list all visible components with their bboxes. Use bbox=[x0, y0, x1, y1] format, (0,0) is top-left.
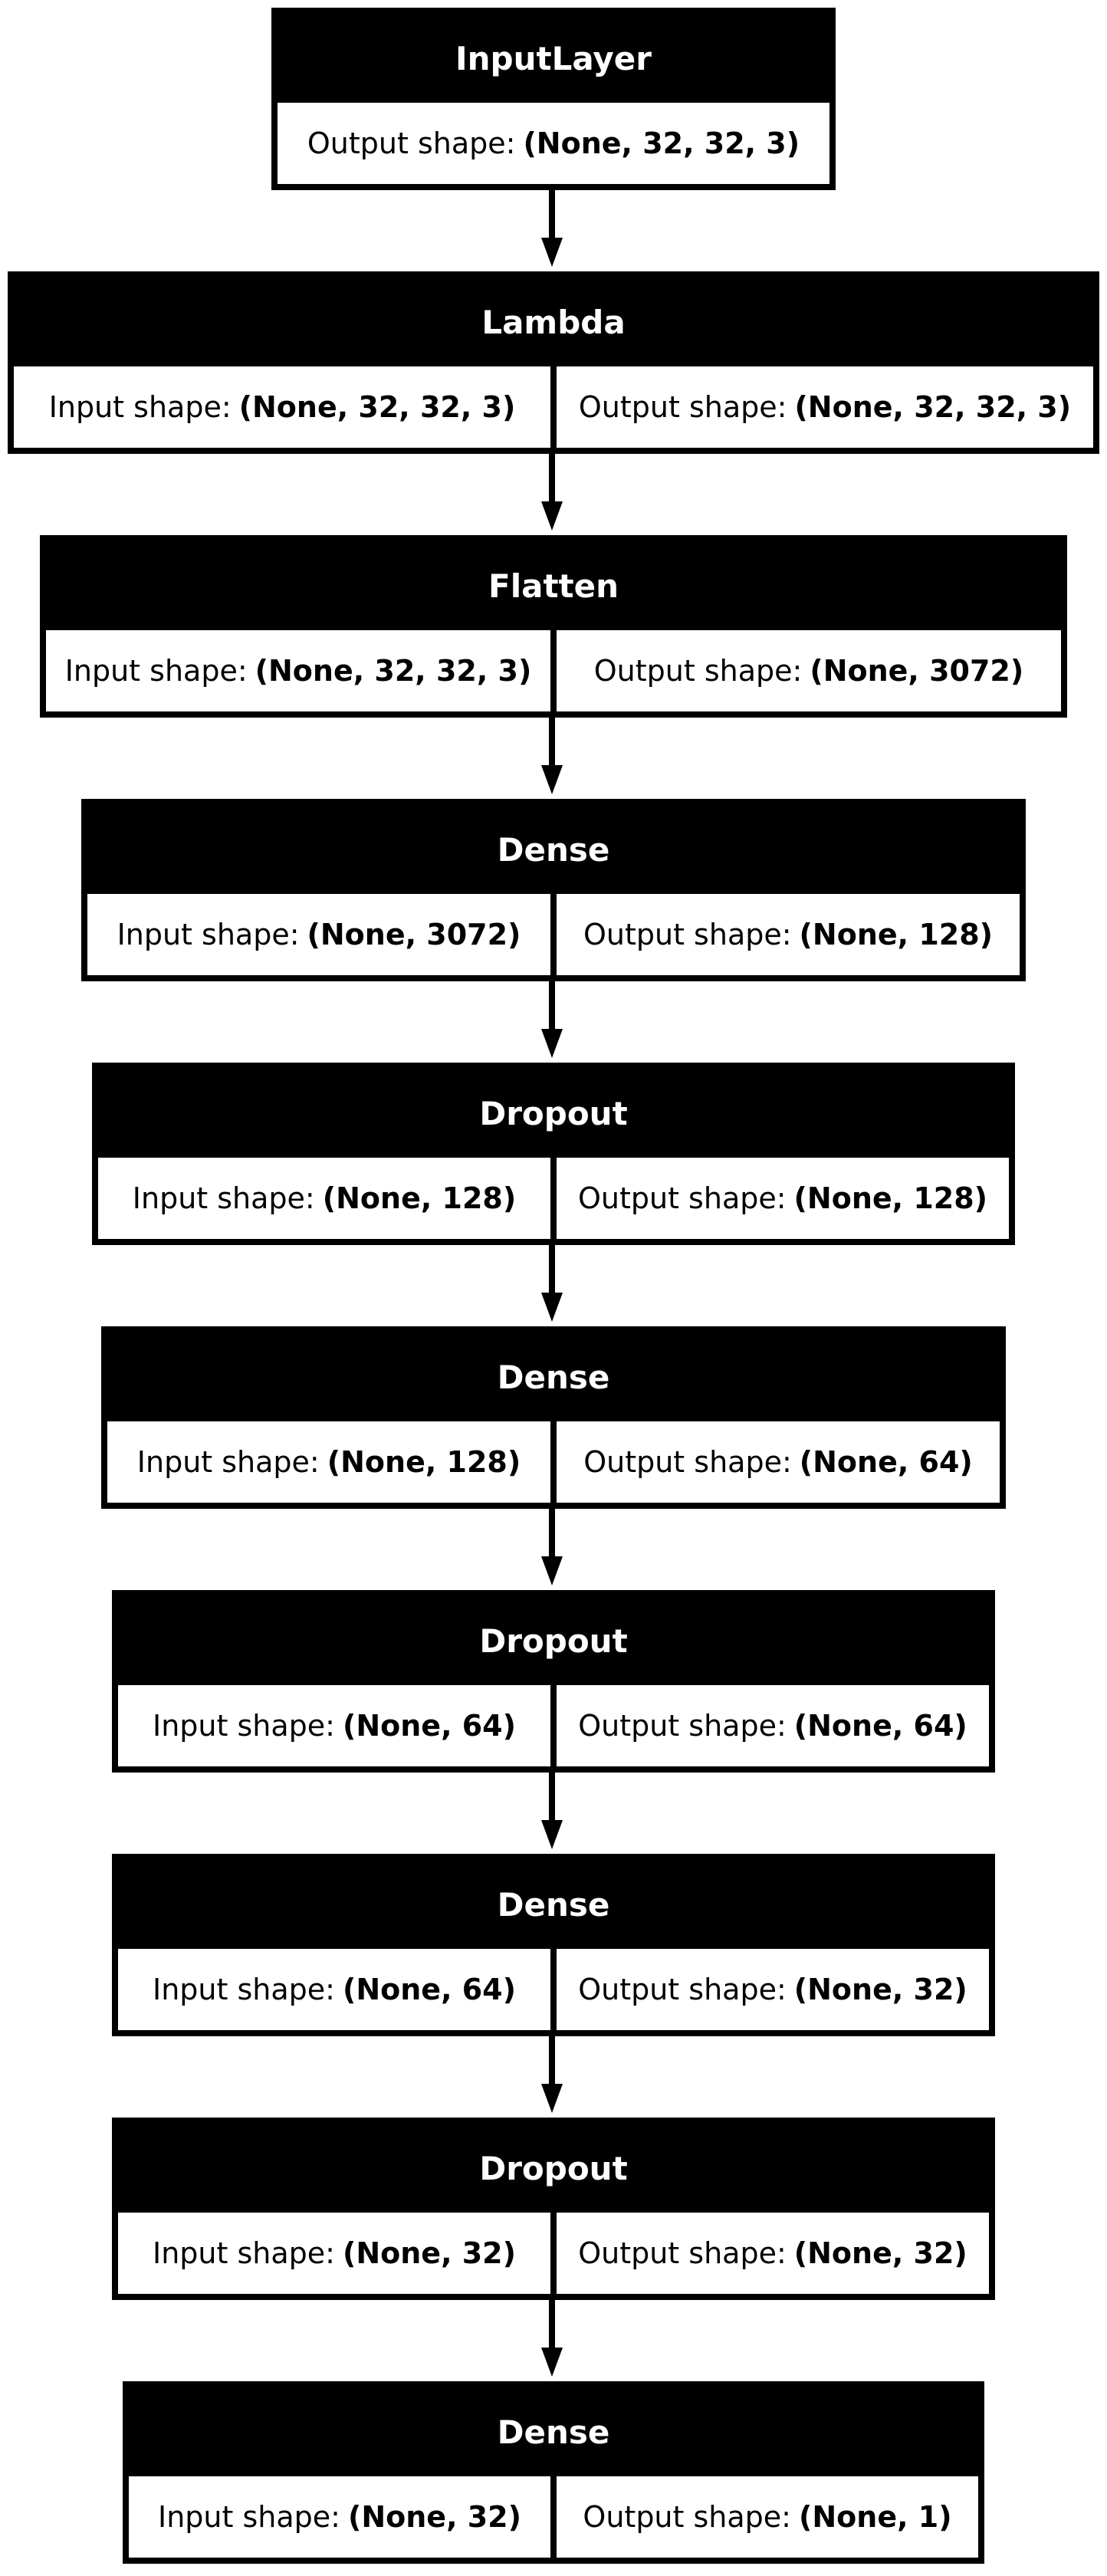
input-shape-value: (None, 32) bbox=[342, 2236, 516, 2270]
input-shape-value: (None, 128) bbox=[322, 1181, 517, 1215]
layer-node-inputlayer: InputLayer Output shape: (None, 32, 32, … bbox=[271, 8, 836, 190]
output-shape-label: Output shape: bbox=[593, 654, 803, 688]
input-shape-cell: Input shape: (None, 64) bbox=[118, 1949, 550, 2030]
output-shape-label: Output shape: bbox=[583, 1445, 792, 1479]
layer-node-flatten: Flatten Input shape: (None, 32, 32, 3) O… bbox=[40, 535, 1067, 718]
layer-title: Dropout bbox=[479, 1622, 628, 1660]
layer-title: Dropout bbox=[479, 2149, 628, 2187]
output-shape-cell: Output shape: (None, 32) bbox=[557, 2213, 989, 2294]
input-shape-cell: Input shape: (None, 128) bbox=[107, 1421, 550, 1503]
input-shape-cell: Input shape: (None, 128) bbox=[98, 1158, 550, 1239]
input-shape-cell: Input shape: (None, 32, 32, 3) bbox=[14, 366, 550, 448]
output-shape-label: Output shape: bbox=[577, 1181, 787, 1215]
arrow-head-icon bbox=[541, 2348, 563, 2377]
output-shape-value: (None, 32) bbox=[793, 1973, 967, 2006]
arrow-head-icon bbox=[541, 765, 563, 794]
output-shape-value: (None, 32, 32, 3) bbox=[794, 390, 1072, 424]
layer-node-dropout: Dropout Input shape: (None, 32) Output s… bbox=[112, 2118, 995, 2300]
arrow-head-icon bbox=[541, 2084, 563, 2113]
edge-line bbox=[549, 454, 555, 501]
input-shape-cell: Input shape: (None, 32) bbox=[129, 2476, 550, 2558]
input-shape-label: Input shape: bbox=[158, 2500, 340, 2534]
arrow-head-icon bbox=[541, 1029, 563, 1058]
input-shape-cell: Input shape: (None, 32) bbox=[118, 2213, 550, 2294]
input-shape-label: Input shape: bbox=[153, 1973, 335, 2006]
output-shape-label: Output shape: bbox=[583, 2500, 791, 2534]
edge-line bbox=[549, 981, 555, 1029]
layer-node-dense: Dense Input shape: (None, 32) Output sha… bbox=[123, 2381, 984, 2564]
edge-line bbox=[549, 2300, 555, 2348]
input-shape-value: (None, 3072) bbox=[307, 918, 521, 951]
input-shape-label: Input shape: bbox=[64, 654, 248, 688]
layer-title: Dense bbox=[497, 2413, 610, 2451]
layer-title: Dropout bbox=[479, 1094, 628, 1132]
layer-title: Flatten bbox=[488, 567, 619, 605]
input-shape-value: (None, 32, 32, 3) bbox=[238, 390, 516, 424]
input-shape-value: (None, 128) bbox=[327, 1445, 521, 1479]
edge-line bbox=[549, 2036, 555, 2084]
layer-title: Dense bbox=[497, 830, 610, 869]
layer-node-dense: Dense Input shape: (None, 64) Output sha… bbox=[112, 1854, 995, 2036]
layer-node-lambda: Lambda Input shape: (None, 32, 32, 3) Ou… bbox=[8, 271, 1099, 454]
output-shape-value: (None, 128) bbox=[799, 918, 994, 951]
layer-node-dense: Dense Input shape: (None, 128) Output sh… bbox=[101, 1326, 1006, 1509]
output-shape-label: Output shape: bbox=[583, 918, 792, 951]
output-shape-cell: Output shape: (None, 64) bbox=[557, 1685, 989, 1766]
output-shape-label: Output shape: bbox=[307, 127, 516, 160]
layer-title: Lambda bbox=[481, 303, 626, 341]
input-shape-label: Input shape: bbox=[136, 1445, 320, 1479]
output-shape-label: Output shape: bbox=[578, 390, 787, 424]
output-shape-label: Output shape: bbox=[578, 1973, 787, 2006]
arrow-head-icon bbox=[541, 238, 563, 267]
edge-line bbox=[549, 718, 555, 765]
arrow-head-icon bbox=[541, 501, 563, 531]
output-shape-value: (None, 32, 32, 3) bbox=[523, 127, 800, 160]
edge-line bbox=[549, 1245, 555, 1293]
output-shape-value: (None, 128) bbox=[793, 1181, 988, 1215]
arrow-head-icon bbox=[541, 1293, 563, 1322]
edge-line bbox=[549, 190, 555, 238]
layer-node-dropout: Dropout Input shape: (None, 128) Output … bbox=[92, 1063, 1015, 1245]
output-shape-value: (None, 64) bbox=[799, 1445, 973, 1479]
arrow-head-icon bbox=[541, 1556, 563, 1585]
input-shape-cell: Input shape: (None, 3072) bbox=[87, 894, 550, 975]
edge-line bbox=[549, 1509, 555, 1556]
input-shape-cell: Input shape: (None, 32, 32, 3) bbox=[46, 630, 550, 711]
input-shape-label: Input shape: bbox=[153, 2236, 335, 2270]
layer-node-dense: Dense Input shape: (None, 3072) Output s… bbox=[81, 799, 1026, 981]
input-shape-value: (None, 64) bbox=[342, 1709, 516, 1743]
output-shape-cell: Output shape: (None, 128) bbox=[557, 1158, 1009, 1239]
output-shape-cell: Output shape: (None, 32) bbox=[557, 1949, 989, 2030]
input-shape-cell: Input shape: (None, 64) bbox=[118, 1685, 550, 1766]
input-shape-label: Input shape: bbox=[132, 1181, 315, 1215]
edge-line bbox=[549, 1773, 555, 1820]
output-shape-label: Output shape: bbox=[578, 1709, 787, 1743]
output-shape-cell: Output shape: (None, 128) bbox=[557, 894, 1020, 975]
output-shape-cell: Output shape: (None, 32, 32, 3) bbox=[278, 103, 829, 184]
input-shape-label: Input shape: bbox=[153, 1709, 335, 1743]
output-shape-value: (None, 1) bbox=[798, 2500, 952, 2534]
output-shape-cell: Output shape: (None, 1) bbox=[557, 2476, 978, 2558]
input-shape-value: (None, 64) bbox=[342, 1973, 516, 2006]
output-shape-cell: Output shape: (None, 64) bbox=[557, 1421, 1000, 1503]
input-shape-value: (None, 32, 32, 3) bbox=[255, 654, 532, 688]
input-shape-label: Input shape: bbox=[117, 918, 300, 951]
output-shape-value: (None, 3072) bbox=[810, 654, 1024, 688]
output-shape-value: (None, 32) bbox=[793, 2236, 967, 2270]
output-shape-label: Output shape: bbox=[578, 2236, 787, 2270]
output-shape-cell: Output shape: (None, 3072) bbox=[557, 630, 1061, 711]
output-shape-cell: Output shape: (None, 32, 32, 3) bbox=[557, 366, 1093, 448]
layer-title: InputLayer bbox=[455, 39, 652, 77]
input-shape-label: Input shape: bbox=[48, 390, 232, 424]
arrow-head-icon bbox=[541, 1820, 563, 1849]
output-shape-value: (None, 64) bbox=[793, 1709, 967, 1743]
layer-title: Dense bbox=[497, 1358, 610, 1396]
layer-title: Dense bbox=[497, 1885, 610, 1924]
layer-node-dropout: Dropout Input shape: (None, 64) Output s… bbox=[112, 1590, 995, 1773]
input-shape-value: (None, 32) bbox=[347, 2500, 521, 2534]
